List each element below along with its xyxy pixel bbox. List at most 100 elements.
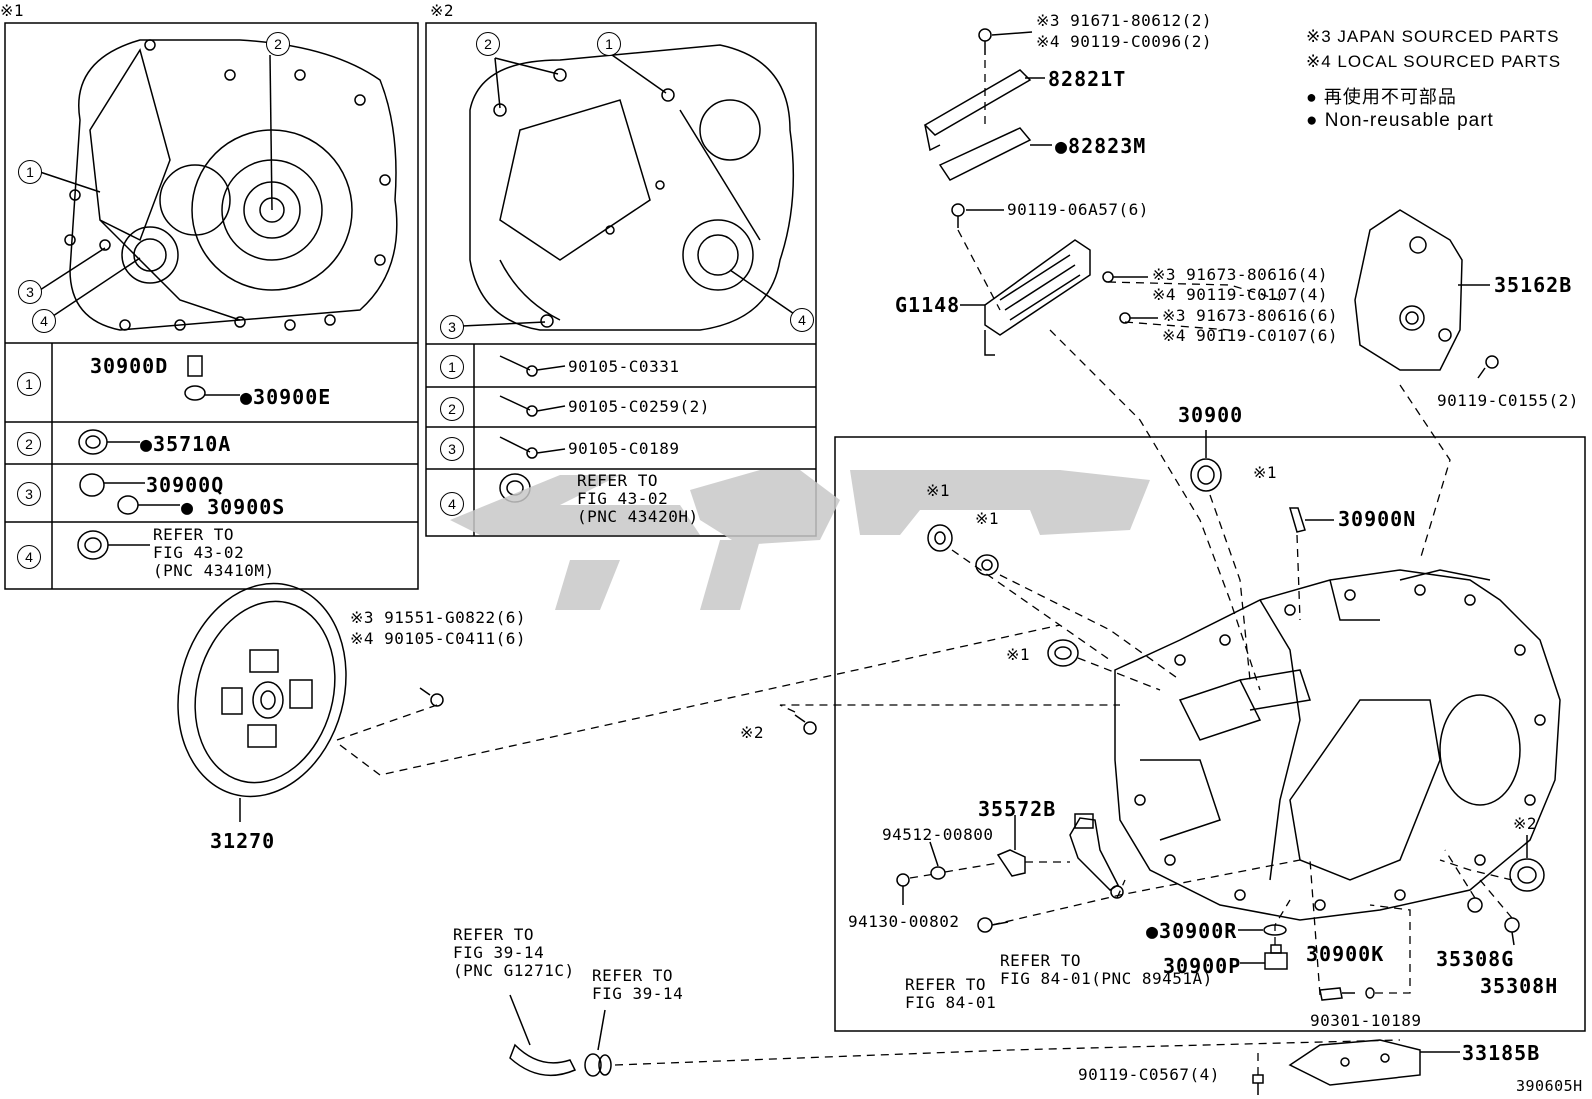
- inset1-bolts: [64, 39, 391, 331]
- label-mark1-a: ※1: [926, 481, 951, 500]
- table2-row1-no: 1: [440, 355, 464, 379]
- shift-bracket-82821T: [923, 69, 1032, 152]
- seal-mark2: [1509, 858, 1545, 892]
- table1-row2-no: 2: [17, 432, 41, 456]
- label-31270: 31270: [210, 829, 276, 853]
- gasket-82823M: [938, 127, 1032, 181]
- inset2-bolts: [493, 68, 675, 328]
- part-90105-C0259: 90105-C0259(2): [568, 397, 710, 416]
- label-30900K: 30900K: [1306, 942, 1385, 966]
- cover-35162B: [1354, 209, 1463, 371]
- bolt-C0155: [1477, 355, 1499, 379]
- refer-43420H: REFER TO FIG 43-02 (PNC 43420H): [577, 471, 699, 526]
- label-G1148: G1148: [895, 293, 961, 317]
- label-35308H: 35308H: [1480, 974, 1559, 998]
- label-35162B: 35162B: [1494, 273, 1573, 297]
- label-mark2-a: ※2: [740, 723, 765, 742]
- refer-39-14-a: REFER TO FIG 39-14 (PNC G1271C): [453, 925, 575, 980]
- label-g-b4: ※4 90119-C0107(6): [1162, 326, 1339, 345]
- transaxle-bolts: [1134, 584, 1546, 911]
- label-disc-bolt-4: ※4 90105-C0411(6): [350, 629, 527, 648]
- label-90119-C0567: 90119-C0567(4): [1078, 1065, 1220, 1084]
- inset1-callout-3: 3: [18, 280, 42, 304]
- disc-bolt: [419, 687, 444, 707]
- label-94130: 94130-00802: [848, 912, 960, 931]
- label-30900: 30900: [1178, 403, 1244, 427]
- inset2-callout-3: 3: [440, 315, 464, 339]
- label-mark1-c: ※1: [1006, 645, 1031, 664]
- legend-local: ※4 LOCAL SOURCED PARTS: [1306, 52, 1562, 71]
- label-30900R: ●30900R: [1146, 919, 1238, 943]
- part-90105-C0189: 90105-C0189: [568, 439, 680, 458]
- part-90105-C0331: 90105-C0331: [568, 357, 680, 376]
- inset1-frame: [4, 22, 419, 590]
- inset1-callout-4: 4: [32, 309, 56, 333]
- table1-row3-no: 3: [17, 482, 41, 506]
- label-94512: 94512-00800: [882, 825, 994, 844]
- legend-nonreuse-en: ● Non-reusable part: [1306, 110, 1494, 131]
- plate-33185B: [1288, 1039, 1421, 1086]
- watermark-logo: [450, 470, 1150, 610]
- transaxle-assembly-box: [834, 436, 1586, 1032]
- seal-30900-top: [1190, 458, 1222, 492]
- inset2-callout-4: 4: [790, 308, 814, 332]
- refer-39-14-b: REFER TO FIG 39-14: [592, 966, 684, 1003]
- seal-mark1-b: [975, 554, 999, 576]
- table2-bolt-sketches: [499, 355, 538, 503]
- sensor-30900K: [1319, 987, 1355, 1001]
- label-82821T: 82821T: [1048, 67, 1127, 91]
- plug-30900P: [1264, 944, 1288, 970]
- inset2-callout-1: 1: [597, 32, 621, 56]
- clutch-disc-31270: [177, 582, 347, 798]
- label-diagram-code: 390605H: [1516, 1077, 1583, 1095]
- plug-30900N: [1289, 507, 1306, 533]
- inset2-mark: ※2: [430, 1, 455, 20]
- table1-row1-no: 1: [17, 372, 41, 396]
- seal-mark1-c: [1047, 639, 1079, 667]
- label-35308G: 35308G: [1436, 947, 1515, 971]
- label-35572B: 35572B: [978, 797, 1057, 821]
- legend-japan: ※3 JAPAN SOURCED PARTS: [1306, 27, 1560, 46]
- inset1-callout-1: 1: [18, 160, 42, 184]
- legend-nonreuse-jp: ● 再使用不可部品: [1306, 87, 1457, 107]
- inset1-housing-drawing: [69, 39, 398, 331]
- table2-row3-no: 3: [440, 437, 464, 461]
- washer-94512: [930, 866, 946, 880]
- inset2-frame: [425, 22, 817, 537]
- part-30900S: ● 30900S: [181, 495, 286, 519]
- table2-row2-no: 2: [440, 397, 464, 421]
- oring-90301: [1365, 987, 1375, 999]
- label-g-a4: ※4 90119-C0107(4): [1152, 285, 1329, 304]
- refer-84-01-b: REFER TO FIG 84-01(PNC 89451A): [1000, 951, 1213, 988]
- table2-row4-no: 4: [440, 492, 464, 516]
- label-mark2-b: ※2: [1513, 814, 1538, 833]
- label-90119-06A57: 90119-06A57(6): [1007, 200, 1149, 219]
- sensor-G1148: [984, 239, 1091, 356]
- oring-35308G: [1467, 897, 1483, 913]
- hose-G1271C: [509, 1043, 577, 1077]
- dashed-leaders: [336, 60, 1513, 1075]
- bolt-mark2: [794, 714, 817, 735]
- transaxle-body: [1114, 569, 1561, 921]
- hose-clamp: [584, 1053, 612, 1077]
- seal-mark1-a: [927, 524, 953, 552]
- label-30900N: 30900N: [1338, 507, 1417, 531]
- label-g-b3: ※3 91673-80616(6): [1162, 306, 1339, 325]
- nut-94130: [896, 873, 910, 887]
- bolt-06A57: [951, 203, 965, 228]
- bracket-35572B: [996, 849, 1026, 877]
- label-33185B: 33185B: [1462, 1041, 1541, 1065]
- refer-43410M: REFER TO FIG 43-02 (PNC 43410M): [153, 525, 275, 580]
- top-bolt: [978, 28, 992, 55]
- plug-35308H: [1504, 917, 1520, 946]
- part-30900E: ●30900E: [240, 385, 332, 409]
- label-30900P: 30900P: [1163, 954, 1242, 978]
- part-30900D: 30900D: [90, 354, 169, 378]
- label-g-a3: ※3 91673-80616(4): [1152, 265, 1329, 284]
- part-35710A: ●35710A: [140, 432, 232, 456]
- label-mark1-top: ※1: [1253, 463, 1278, 482]
- inset1-callout-2: 2: [266, 32, 290, 56]
- refer-84-01-a: REFER TO FIG 84-01: [905, 975, 997, 1012]
- label-disc-bolt-3: ※3 91551-G0822(6): [350, 608, 527, 627]
